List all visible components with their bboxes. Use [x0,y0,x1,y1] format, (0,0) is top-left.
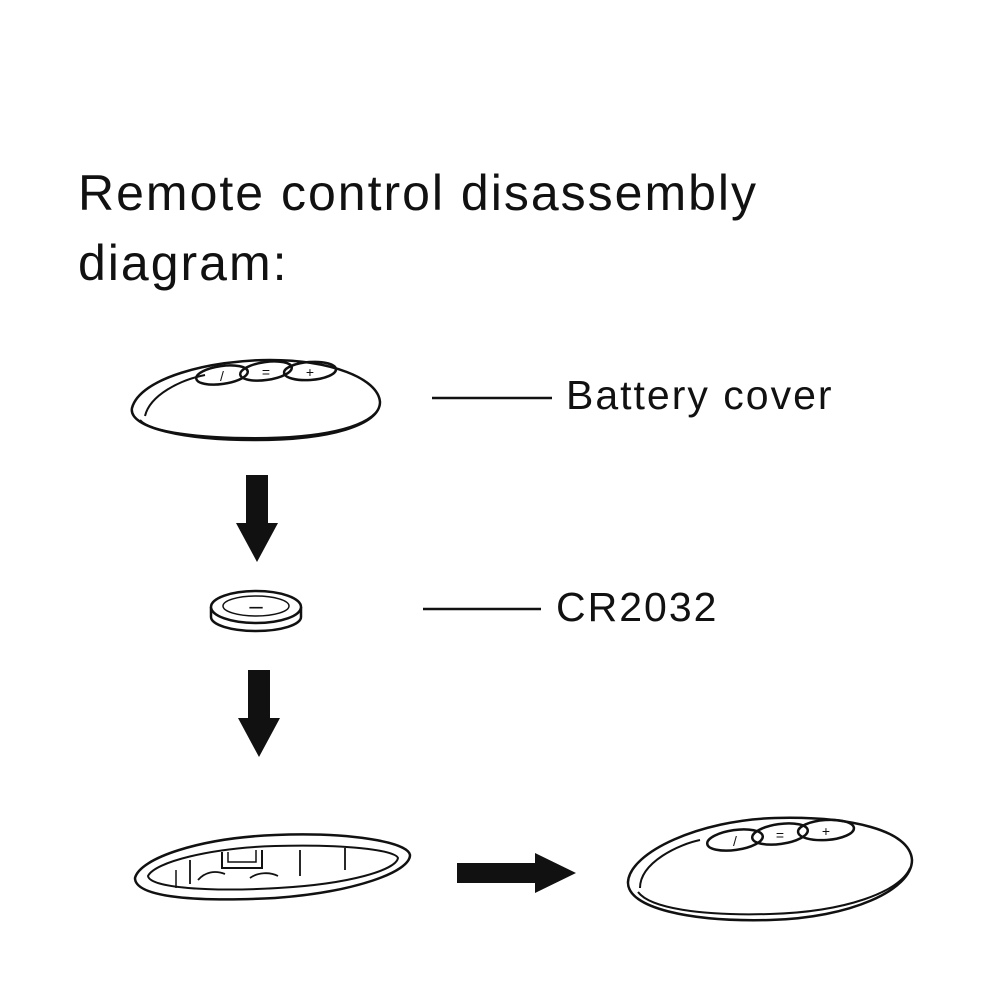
battery-cover-illustration: / = + [130,358,382,442]
remote-button-plus: + [796,818,856,842]
remote-button-label: = [776,827,784,843]
battery-cover-label: Battery cover [566,372,834,418]
coin-battery-illustration: – [209,589,303,633]
cover-button-label: = [262,364,270,380]
cover-button-minus: / [194,364,250,386]
arrow-down-icon [238,670,280,757]
diagram-title: Remote control disassembly diagram: [78,165,759,291]
cover-button-label: + [306,364,314,380]
cover-button-label: / [220,368,224,384]
remote-button-mode: = [750,822,810,846]
remote-button-label: + [822,823,830,839]
assembled-remote-illustration: / = + [626,816,914,922]
remote-button-minus: / [705,828,765,852]
cover-button-mode: = [238,360,294,382]
remote-button-label: / [733,833,737,849]
arrow-down-icon [236,475,278,562]
battery-label: CR2032 [556,584,719,630]
remote-base-illustration [133,833,412,901]
arrow-right-icon [457,853,576,893]
cover-button-plus: + [282,360,338,382]
battery-minus-symbol: – [249,593,263,620]
